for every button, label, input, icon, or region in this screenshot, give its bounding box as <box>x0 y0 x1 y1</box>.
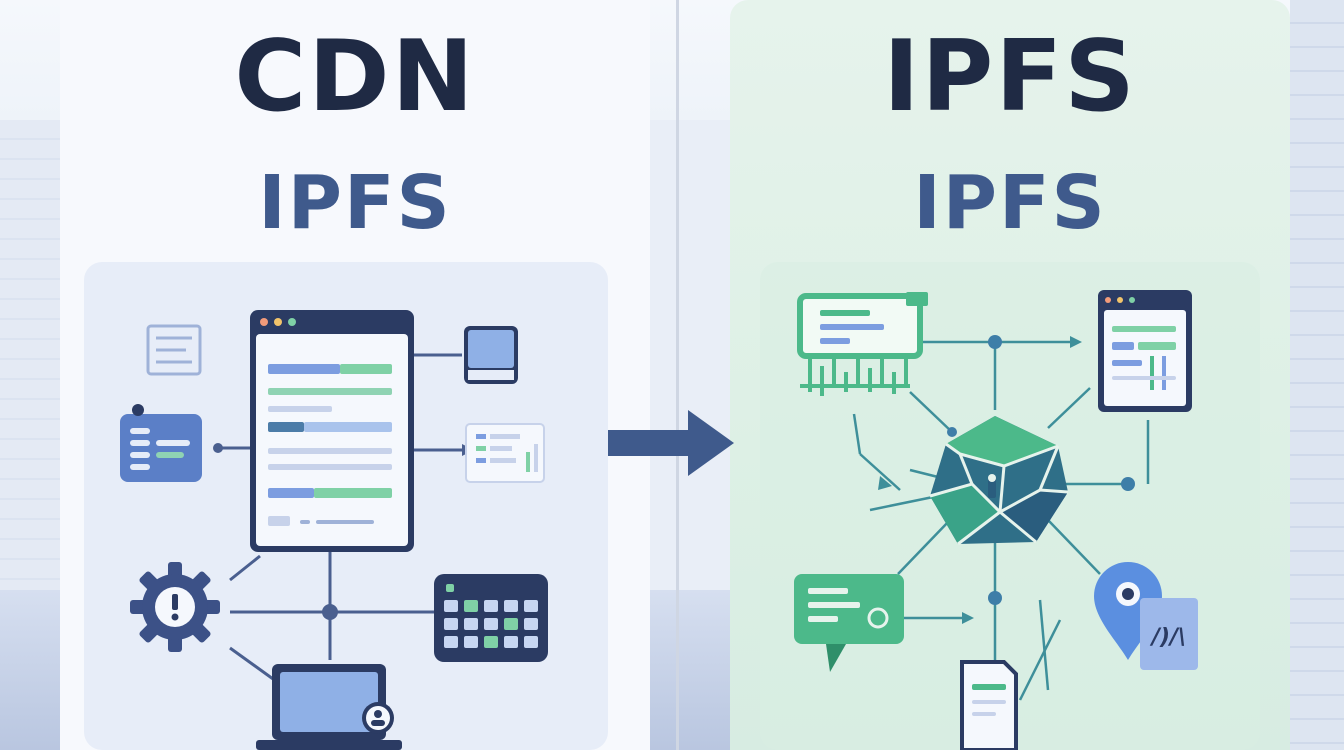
right-connector-dots <box>947 335 1135 605</box>
laptop-user-icon <box>256 664 402 750</box>
right-arrow-icon <box>608 410 734 476</box>
map-pin-icon <box>1094 562 1162 660</box>
calendar-cell <box>444 618 458 630</box>
hexagon-node-icon <box>929 416 1069 546</box>
tablet-icon <box>464 326 518 384</box>
left-connector-dots <box>213 443 338 620</box>
right-panel-subtitle: IPFS <box>913 160 1107 246</box>
card-list-icon <box>120 404 202 482</box>
link-card-icon <box>1140 598 1198 670</box>
center-divider <box>676 0 679 750</box>
browser-window-icon-left <box>250 310 414 552</box>
link-card-text: /)/\ <box>1149 625 1186 650</box>
calendar-cell <box>524 618 538 630</box>
calendar-cell <box>444 636 458 648</box>
calendar-cell <box>464 600 478 612</box>
calendar-cell <box>484 600 498 612</box>
calendar-cell <box>504 600 518 612</box>
spreadsheet-icon <box>465 423 545 483</box>
chat-bubble-icon <box>794 574 904 672</box>
background-left-decoration <box>0 120 60 590</box>
left-panel-title: CDN <box>234 20 476 134</box>
right-arrowheads <box>878 336 1082 624</box>
calendar-cell <box>484 636 498 648</box>
browser-window-icon <box>1098 290 1192 412</box>
document-list-icon <box>146 324 202 376</box>
calendar-icon <box>434 574 548 662</box>
calendar-cell <box>444 600 458 612</box>
calendar-cell <box>484 618 498 630</box>
document-icon <box>960 660 1018 750</box>
right-panel-title: IPFS <box>883 20 1137 134</box>
left-panel-subtitle: IPFS <box>258 160 452 246</box>
calendar-cell <box>524 600 538 612</box>
calendar-cell <box>504 618 518 630</box>
calendar-cell <box>464 636 478 648</box>
calendar-cell <box>524 636 538 648</box>
calendar-cell <box>504 636 518 648</box>
gear-warning-icon <box>130 562 220 652</box>
background-right-decoration <box>1290 0 1344 750</box>
calendar-cell <box>464 618 478 630</box>
chip-list-icon <box>797 292 928 396</box>
